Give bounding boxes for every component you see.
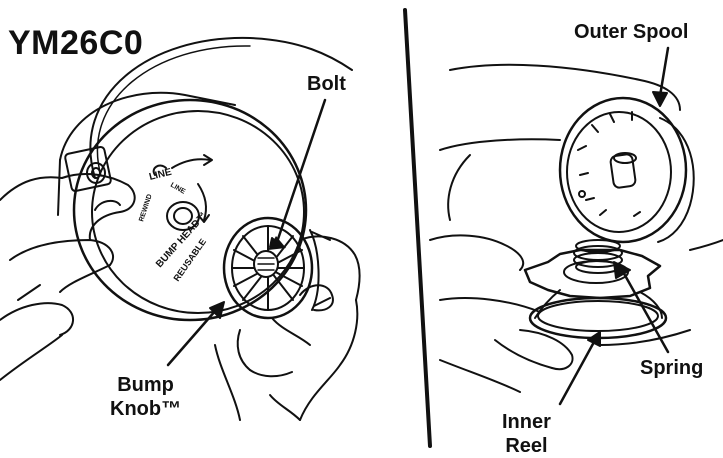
trimmer-head-illustration xyxy=(57,36,353,322)
outer-spool-pointer-arrow xyxy=(652,46,670,107)
inner-reel-illustration xyxy=(523,248,668,340)
bump-knob-label-line1: Bump xyxy=(117,374,174,396)
bolt-pointer-arrow xyxy=(268,98,327,250)
bump-knob-label: Bump Knob™ xyxy=(110,373,181,421)
bump-knob-label-line2: Knob™ xyxy=(110,398,182,420)
bump-knob-pointer-arrow xyxy=(166,301,225,367)
right-hand-illustration xyxy=(214,235,361,421)
inner-reel-label-line2: Reel xyxy=(505,435,548,457)
spring-label: Spring xyxy=(640,357,704,379)
outer-spool-label: Outer Spool xyxy=(574,21,689,43)
model-title: YM26C0 xyxy=(8,24,144,62)
bolt-label: Bolt xyxy=(307,73,346,95)
outer-spool-illustration xyxy=(439,63,695,244)
left-hand-illustration xyxy=(0,173,136,381)
line-small-text: LINE xyxy=(169,182,187,196)
inner-reel-pointer-arrow xyxy=(558,331,601,406)
panel-divider xyxy=(403,8,432,448)
spring-pointer-arrow xyxy=(613,261,670,354)
rewind-text: REWIND xyxy=(138,193,153,222)
inner-reel-label-line1: Inner xyxy=(502,411,551,433)
line-text: LINE xyxy=(148,167,173,183)
bump-knob-illustration xyxy=(222,216,331,320)
